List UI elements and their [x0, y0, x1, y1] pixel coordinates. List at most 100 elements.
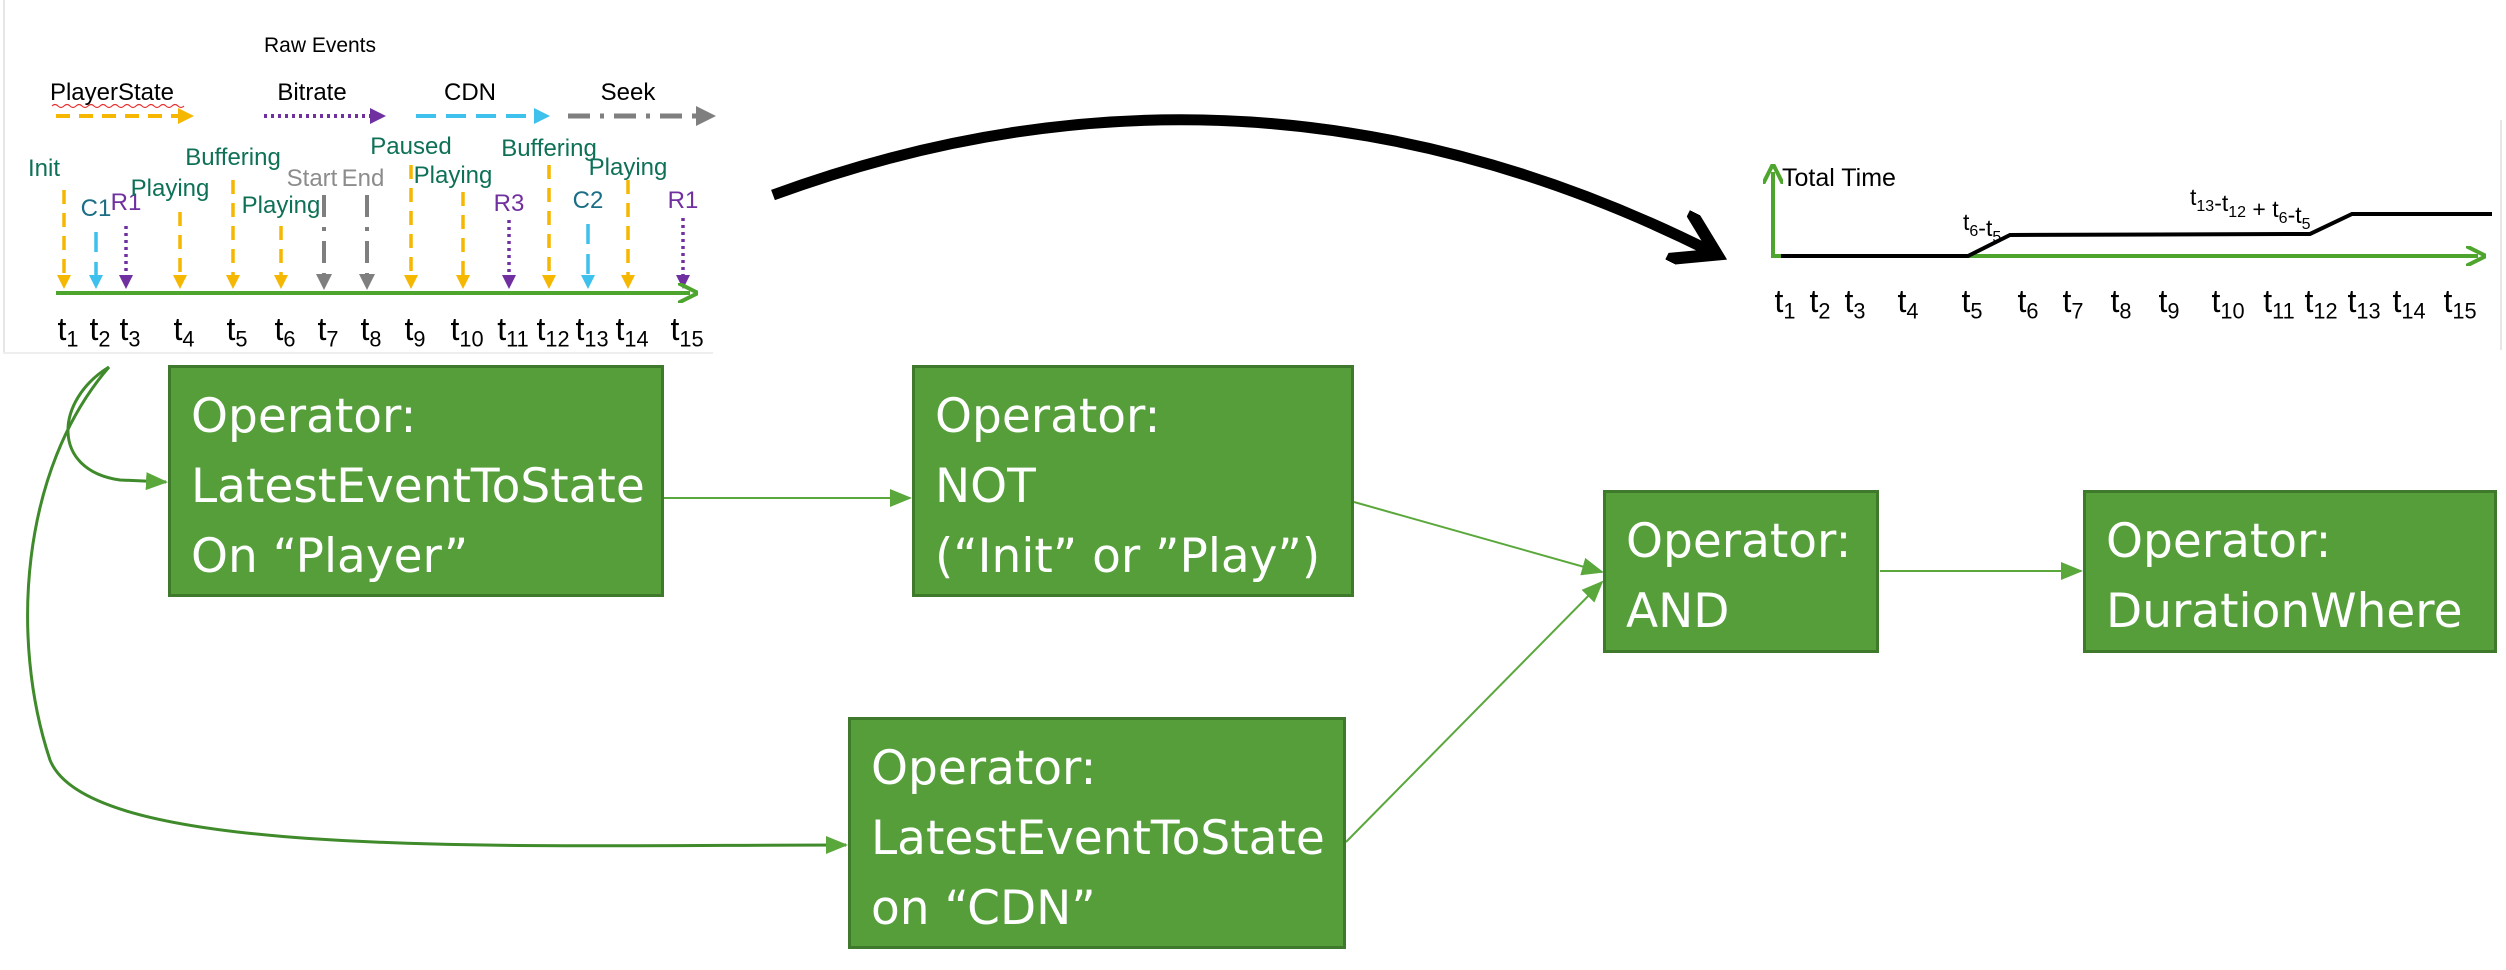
connector-events-to-cdn	[26, 366, 848, 855]
operator-name: LatestEventToState	[191, 459, 645, 514]
event-label: Start	[287, 165, 338, 192]
tick-label-t15: t15	[670, 311, 703, 351]
operator-duration-where[interactable]: Operator: DurationWhere	[2083, 490, 2497, 653]
chart-tick-t9: t9	[2159, 283, 2180, 323]
connector-not-to-and	[1353, 501, 1604, 576]
operator-name: LatestEventToState	[871, 811, 1325, 866]
event-label: C1	[81, 195, 112, 222]
chart-tick-t10: t10	[2211, 283, 2244, 323]
event-playing: Playing	[131, 175, 210, 289]
total-time-line	[1781, 212, 2492, 258]
event-label: Buffering	[501, 135, 597, 162]
chart-tick-t8: t8	[2111, 283, 2132, 323]
event-playing: Playing	[242, 192, 321, 289]
operator-label: Operator:	[2106, 514, 2332, 569]
raw-events-panel-border	[3, 352, 713, 354]
chart-tick-t13: t13	[2347, 283, 2380, 323]
event-label: Buffering	[185, 144, 281, 171]
tick-label-t9: t9	[405, 311, 426, 351]
operator-latest-event-player[interactable]: Operator: LatestEventToState On “Player”	[168, 365, 664, 597]
operator-and[interactable]: Operator: AND	[1603, 490, 1879, 653]
y-axis-label: Total Time	[1782, 164, 1896, 192]
event-label: End	[342, 165, 385, 192]
event-playing: Playing	[589, 154, 668, 289]
operator-label: Operator:	[935, 389, 1161, 444]
event-buffering: Buffering	[185, 144, 281, 289]
operator-latest-event-cdn[interactable]: Operator: LatestEventToState on “CDN”	[848, 717, 1346, 949]
connector-cdn-to-and	[1345, 580, 1604, 843]
tick-label-t7: t7	[318, 311, 339, 351]
raw-events-panel-border	[3, 0, 5, 352]
chart-tick-t1: t1	[1775, 283, 1796, 323]
annotation-cumulative: t13-t12 + t6-t5	[2190, 184, 2311, 233]
event-c2: C2	[573, 187, 603, 289]
chart-tick-t2: t2	[1810, 283, 1831, 323]
chart-tick-t12: t12	[2304, 283, 2337, 323]
chart-tick-t14: t14	[2392, 283, 2425, 323]
tick-label-t12: t12	[536, 311, 569, 351]
event-label: Paused	[370, 133, 451, 160]
tick-label-t11: t11	[497, 311, 528, 351]
event-r1: R1	[111, 189, 142, 289]
chart-tick-t7: t7	[2063, 283, 2084, 323]
event-init: Init	[28, 155, 71, 289]
operator-label: Operator:	[191, 389, 417, 444]
chart-tick-t15: t15	[2443, 283, 2476, 323]
operator-not[interactable]: Operator: NOT (“Init” or ”Play”)	[912, 365, 1354, 597]
event-label: Init	[28, 155, 60, 182]
total-time-panel-border	[2500, 120, 2502, 350]
tick-label-t8: t8	[361, 311, 382, 351]
event-r1: R1	[668, 187, 699, 289]
chart-tick-t6: t6	[2018, 283, 2039, 323]
operator-argument: (“Init” or ”Play”)	[935, 529, 1321, 584]
operator-label: Operator:	[871, 741, 1097, 796]
tick-label-t14: t14	[615, 311, 648, 351]
transform-arrow	[771, 114, 1712, 252]
operator-name: AND	[1626, 584, 1730, 639]
tick-label-t6: t6	[275, 311, 296, 351]
operator-argument: on “CDN”	[871, 881, 1096, 936]
event-label: Playing	[131, 175, 210, 202]
event-label: R3	[494, 190, 525, 217]
legend-label-seek: Seek	[601, 79, 657, 106]
raw-events-title: Raw Events	[264, 34, 376, 57]
chart-tick-t4: t4	[1898, 283, 1919, 323]
chart-tick-t11: t11	[2263, 283, 2294, 323]
event-label: Playing	[242, 192, 321, 219]
total-time-chart: Total Time t6-t5 t13-t12 + t6-t5 t1 t2 t3 t…	[1773, 164, 2492, 323]
legend-label-player: PlayerState	[50, 79, 174, 106]
event-c1: C1	[81, 195, 112, 289]
legend: PlayerState Bitrate CDN Seek	[50, 79, 716, 126]
event-start: Start	[287, 165, 338, 290]
tick-label-t5: t5	[227, 311, 248, 351]
tick-label-t3: t3	[120, 311, 141, 351]
operator-argument: On “Player”	[191, 529, 469, 584]
event-label: R1	[111, 189, 142, 216]
spellcheck-underline	[51, 103, 185, 109]
tick-label-t1: t1	[58, 311, 79, 351]
event-buffering: Buffering	[501, 135, 597, 289]
chart-tick-t3: t3	[1845, 283, 1866, 323]
event-playing: Playing	[414, 162, 493, 289]
event-end: End	[342, 165, 385, 290]
event-label: R1	[668, 187, 699, 214]
raw-events-timeline: Raw Events PlayerState Bitrate CDN Seek Ini…	[28, 34, 716, 351]
event-label: Playing	[589, 154, 668, 181]
operator-name: NOT	[935, 459, 1036, 514]
tick-label-t2: t2	[90, 311, 111, 351]
tick-label-t10: t10	[450, 311, 483, 351]
legend-label-bitrate: Bitrate	[277, 79, 346, 106]
event-r3: R3	[494, 190, 525, 289]
event-paused: Paused	[370, 133, 452, 289]
annotation-t6-t5: t6-t5	[1963, 209, 2001, 246]
operator-name: DurationWhere	[2106, 584, 2463, 639]
operator-label: Operator:	[1626, 514, 1852, 569]
event-label: Playing	[414, 162, 493, 189]
tick-label-t13: t13	[575, 311, 608, 351]
tick-label-t4: t4	[174, 311, 195, 351]
legend-label-cdn: CDN	[444, 79, 496, 106]
